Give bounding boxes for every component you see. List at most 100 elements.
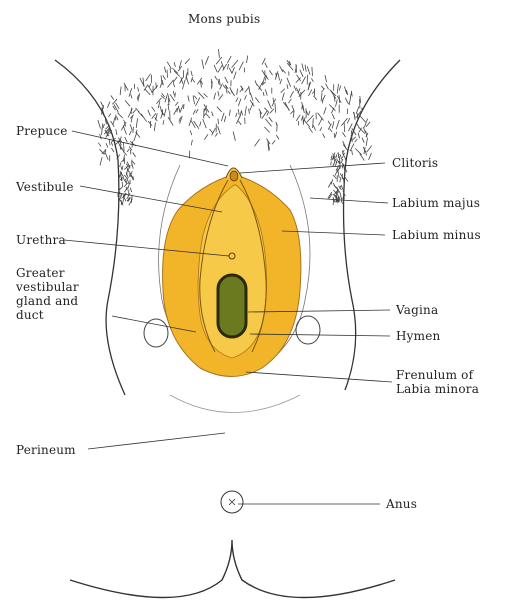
hair-stroke (322, 95, 325, 101)
hair-stroke (340, 193, 341, 199)
hair-stroke (173, 91, 174, 96)
hair-stroke (194, 96, 197, 99)
hair-stroke (120, 87, 121, 96)
hair-stroke (318, 118, 322, 126)
hair-stroke (182, 80, 185, 89)
hair-stroke (332, 121, 334, 128)
hair-stroke (272, 140, 275, 144)
hair-stroke (215, 76, 217, 80)
hair-stroke (306, 111, 307, 115)
hair-stroke (349, 124, 353, 131)
hair-stroke (321, 88, 324, 92)
hair-stroke (122, 166, 123, 170)
hair-stroke (100, 134, 102, 139)
hair-stroke (336, 120, 339, 129)
hair-stroke (339, 95, 340, 103)
hair-stroke (160, 84, 161, 88)
hair-stroke (221, 113, 224, 121)
hair-stroke (334, 133, 335, 138)
hair-stroke (136, 118, 137, 128)
hair-stroke (125, 137, 128, 143)
hair-stroke (165, 95, 167, 102)
hair-stroke (281, 89, 285, 93)
hair-stroke (122, 182, 123, 188)
hair-stroke (118, 113, 123, 118)
hair-stroke (133, 152, 136, 157)
hair-stroke (215, 133, 217, 137)
hair-stroke (107, 102, 110, 108)
hair-stroke (123, 198, 124, 204)
hair-stroke (239, 62, 243, 71)
hair-stroke (232, 67, 235, 73)
hair-stroke (262, 70, 266, 77)
hair-stroke (113, 117, 115, 125)
hair-stroke (228, 91, 231, 95)
hair-stroke (196, 98, 200, 106)
hair-stroke (109, 114, 111, 117)
hair-stroke (173, 68, 178, 73)
hair-stroke (193, 95, 194, 104)
hair-stroke (161, 114, 163, 119)
hair-stroke (175, 102, 178, 106)
hair-stroke (292, 105, 294, 110)
greater-vestibular-gland-right (296, 316, 320, 344)
hair-stroke (344, 156, 345, 161)
hair-stroke (202, 60, 204, 69)
hair-stroke (111, 96, 114, 100)
hair-stroke (313, 118, 314, 128)
hair-stroke (267, 112, 269, 116)
hair-stroke (167, 62, 171, 69)
hair-stroke (200, 122, 201, 127)
hair-stroke (336, 154, 337, 157)
hair-stroke (102, 128, 103, 135)
hair-stroke (100, 157, 102, 165)
hair-stroke (229, 110, 230, 116)
hair-stroke (174, 71, 180, 77)
hair-stroke (161, 75, 162, 84)
hair-stroke (250, 93, 253, 101)
hair-stroke (145, 89, 150, 95)
hair-stroke (249, 109, 250, 114)
hair-stroke (270, 109, 274, 114)
hair-stroke (333, 175, 336, 179)
hair-stroke (196, 109, 198, 113)
hair-stroke (156, 98, 161, 104)
buttocks-contour (70, 540, 395, 598)
hair-stroke (337, 84, 338, 94)
hair-stroke (298, 88, 300, 93)
label-vestibule: Vestibule (16, 180, 74, 194)
label-labium-minus: Labium minus (392, 228, 481, 242)
hair-stroke (205, 56, 208, 64)
hair-stroke (255, 80, 257, 85)
hair-stroke (227, 56, 231, 63)
hair-stroke (236, 113, 238, 117)
hair-stroke (149, 84, 151, 88)
hair-stroke (164, 67, 165, 73)
hair-stroke (180, 105, 184, 113)
hair-stroke (321, 86, 324, 89)
hair-stroke (238, 121, 241, 125)
clitoris-shape (230, 171, 238, 181)
hair-stroke (338, 171, 339, 178)
hair-stroke (287, 84, 288, 89)
hair-stroke (216, 57, 222, 64)
hair-stroke (339, 86, 340, 91)
label-hymen: Hymen (396, 329, 440, 343)
hair-stroke (276, 122, 277, 126)
hair-stroke (164, 109, 166, 117)
label-anus: Anus (386, 497, 417, 511)
hair-stroke (212, 112, 214, 117)
hair-stroke (333, 163, 335, 167)
hair-stroke (238, 109, 239, 115)
hair-stroke (352, 137, 356, 141)
hair-stroke (191, 140, 192, 146)
hair-stroke (233, 132, 235, 141)
hair-stroke (152, 85, 158, 93)
hair-stroke (362, 138, 364, 143)
hair-stroke (307, 115, 314, 122)
hair-stroke (218, 119, 219, 125)
hair-stroke (300, 70, 303, 77)
hair-stroke (355, 139, 358, 142)
hair-stroke (255, 139, 260, 146)
